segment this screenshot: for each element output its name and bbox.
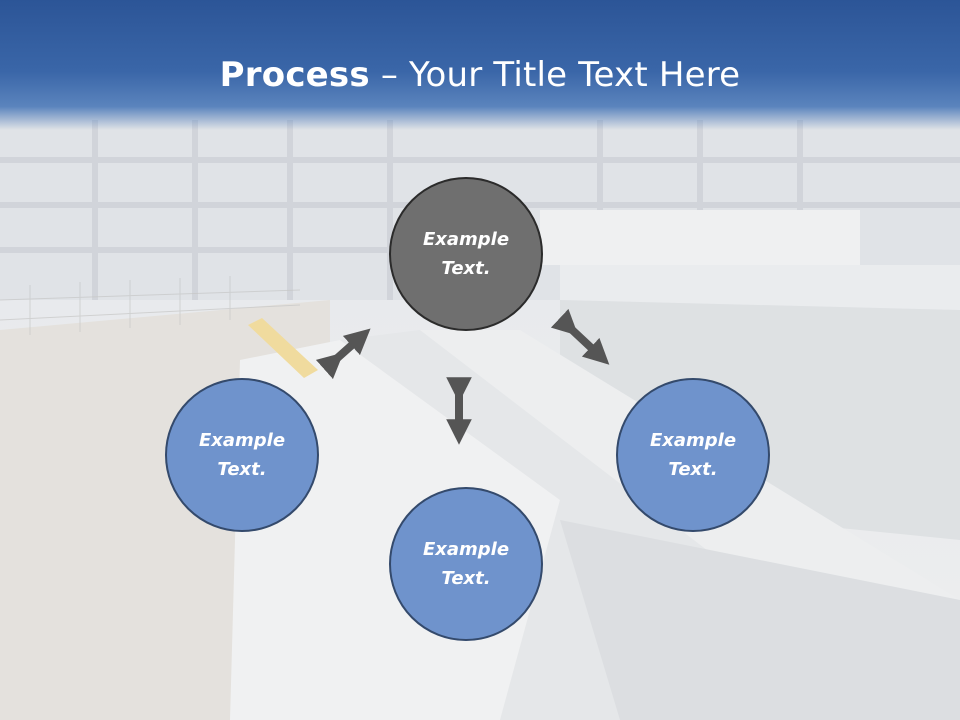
- node-line2: Text.: [217, 459, 267, 480]
- title-dash: –: [369, 55, 410, 95]
- arrow-center-right: [550, 308, 610, 365]
- title-rest: Your Title Text Here: [409, 55, 741, 95]
- title-bold: Process: [219, 55, 370, 95]
- node-line1: Example: [198, 430, 286, 451]
- title-bar: [0, 0, 960, 130]
- node-line2: Text.: [441, 568, 491, 589]
- node-line1: Example: [422, 539, 510, 560]
- slide-title: Process – Your Title Text Here: [0, 52, 960, 98]
- arrow-center-left: [315, 328, 371, 380]
- node-line2: Text.: [441, 258, 491, 279]
- node-line2: Text.: [668, 459, 718, 480]
- node-line1: Example: [422, 229, 510, 250]
- node-line1: Example: [649, 430, 737, 451]
